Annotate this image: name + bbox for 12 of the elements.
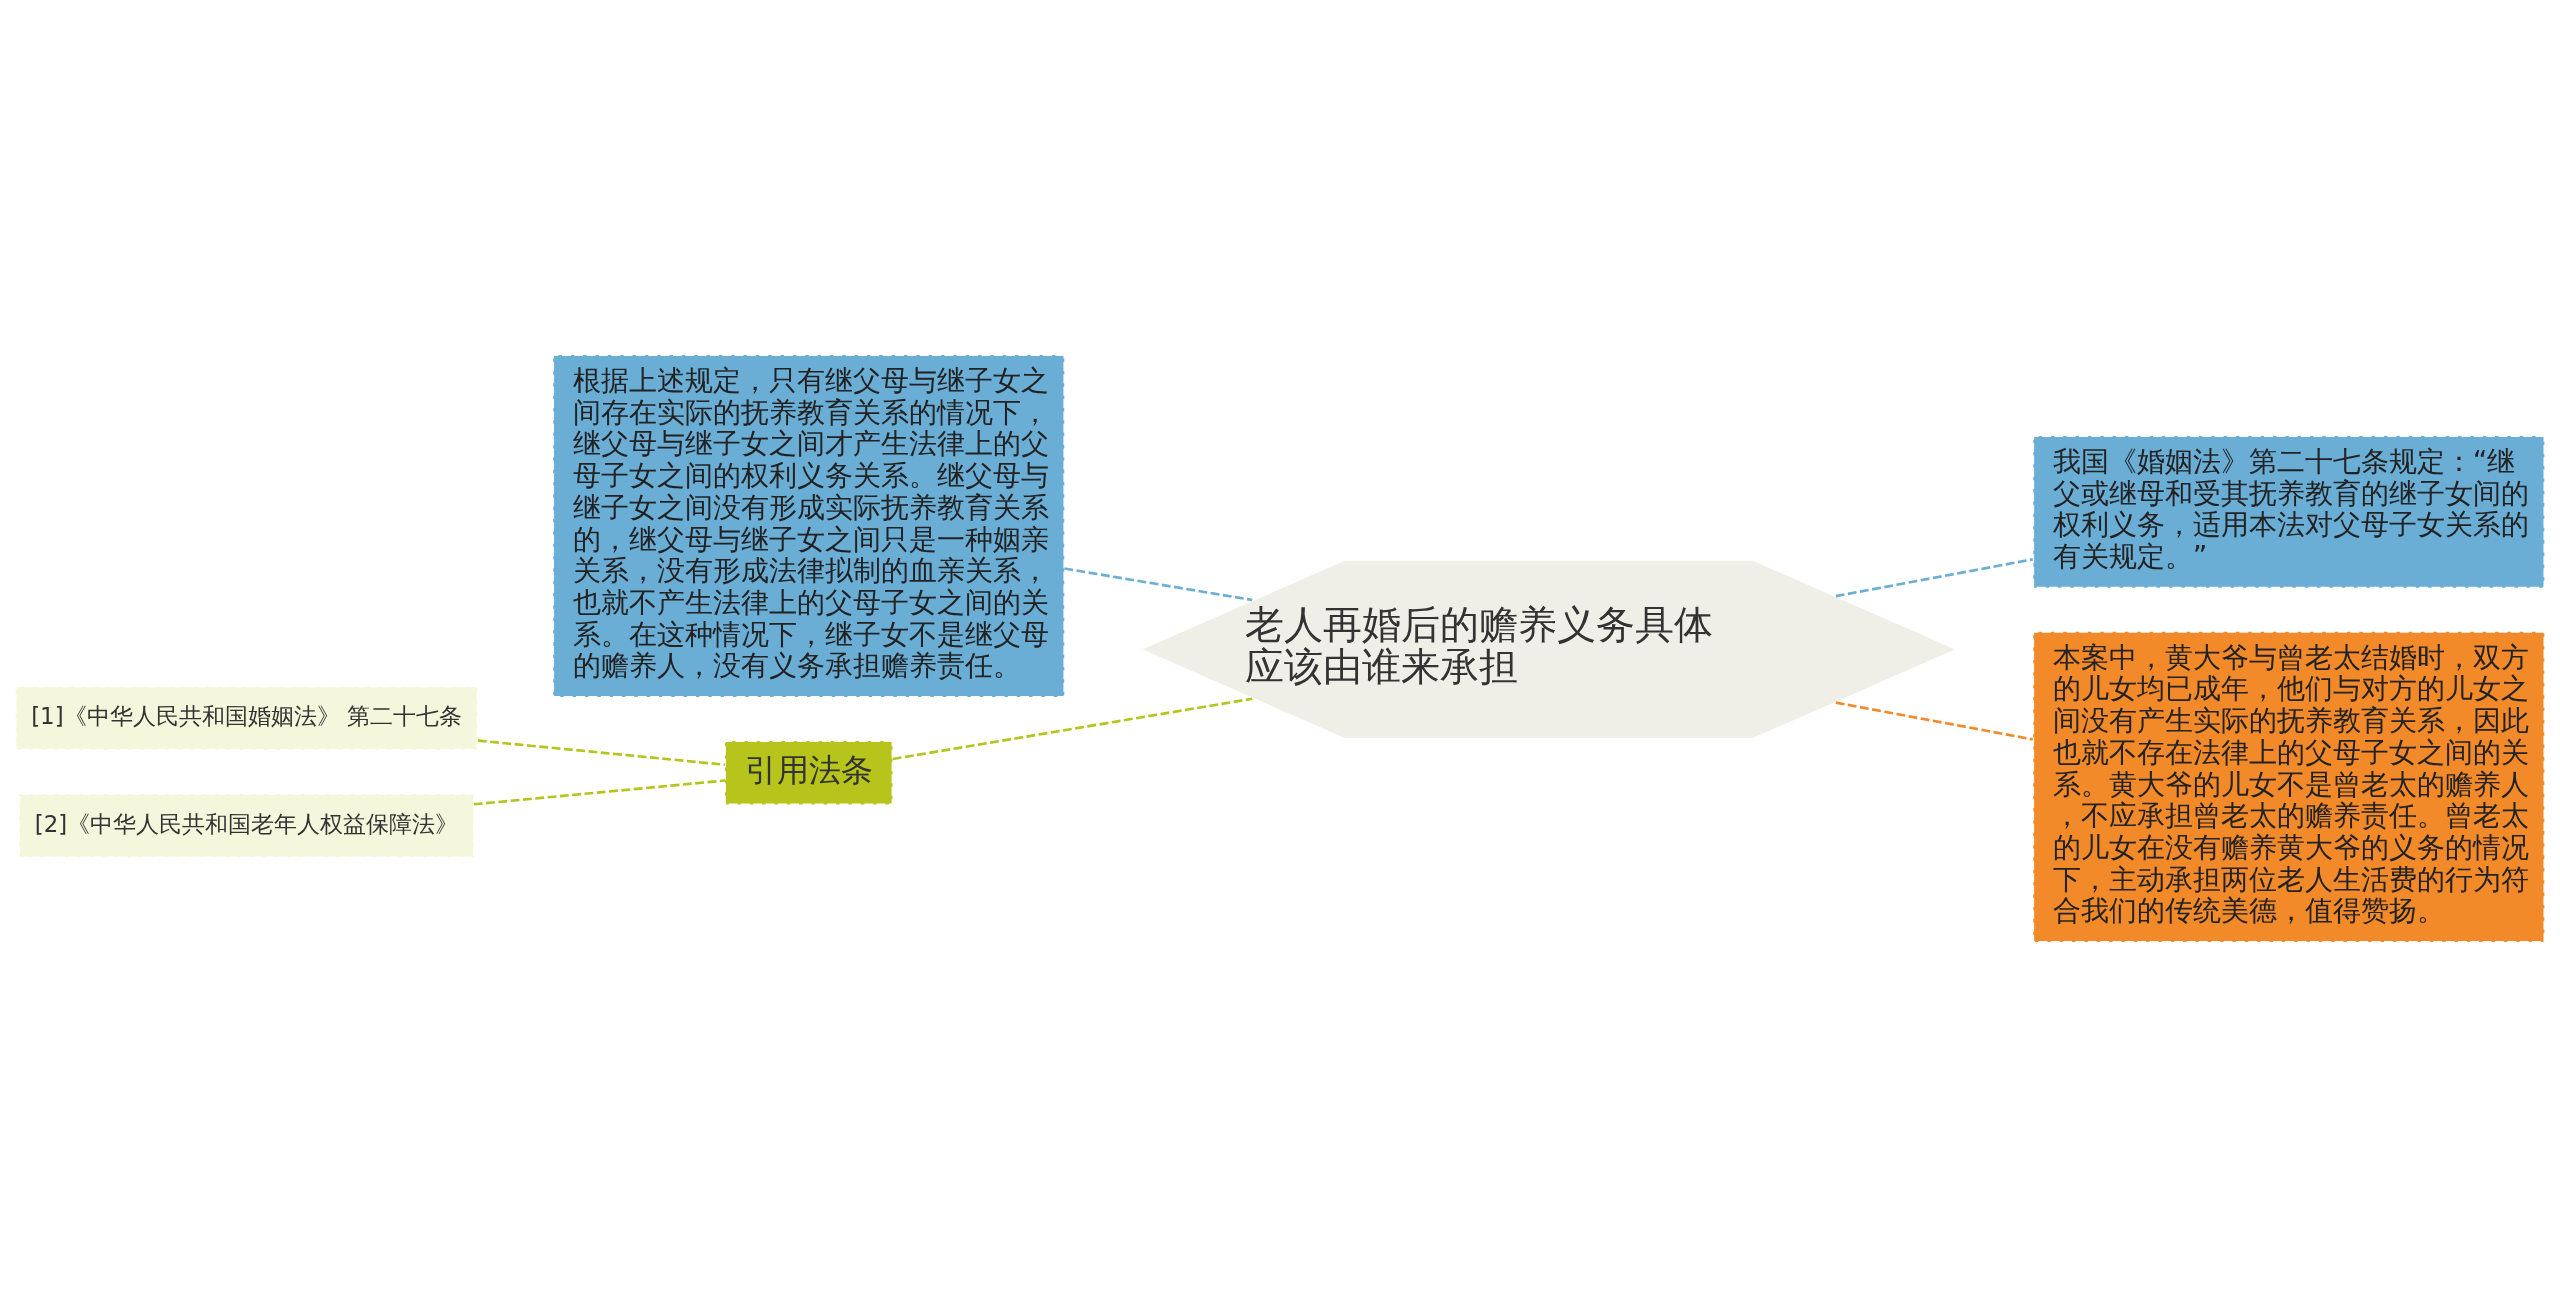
node-box: [1]《中华人民共和国婚姻法》 第二十七条 (14, 685, 479, 751)
connector (473, 778, 726, 806)
connector (1835, 557, 2034, 597)
connector (1064, 566, 1253, 601)
node-box: 本案中，黄大爷与曾老太结婚时，双方的儿女均已成年，他们与对方的儿女之间没有产生实际的抚养教育关系，因此也就不存在法律上的父母子女之间的关系。黄大爷的儿女不是曾老太的赡养人，不应承担曾老太的赡养责任。曾老太的儿女在没有赡养黄大爷的义务的情况下，主动承担两位老人生活费的行为符合我们的传统美德，值得赞扬。 (2032, 630, 2546, 943)
node-box: 引用法条 (724, 739, 894, 805)
node-box: 根据上述规定，只有继父母与继子女之间存在实际的抚养教育关系的情况下，继父母与继子女之间才产生法律上的父母子女之间的权利义务关系。继父母与继子女之间没有形成实际抚养教育关系的，继父母与继子女之间只是一种姻亲关系，没有形成法律拟制的血亲关系，也就不产生法律上的父母子女之间的关系。在这种情况下，继子女不是继父母的赡养人，没有义务承担赡养责任。 (552, 353, 1066, 698)
node-box: 我国《婚姻法》第二十七条规定：“继父或继母和受其抚养教育的继子女间的权利义务，适用本法对父母子女关系的有关规定。” (2032, 434, 2546, 589)
connector (1835, 700, 2034, 741)
node-box: [2]《中华人民共和国老年人权益保障法》 (18, 792, 475, 858)
connector (892, 696, 1253, 760)
connector (477, 738, 726, 766)
